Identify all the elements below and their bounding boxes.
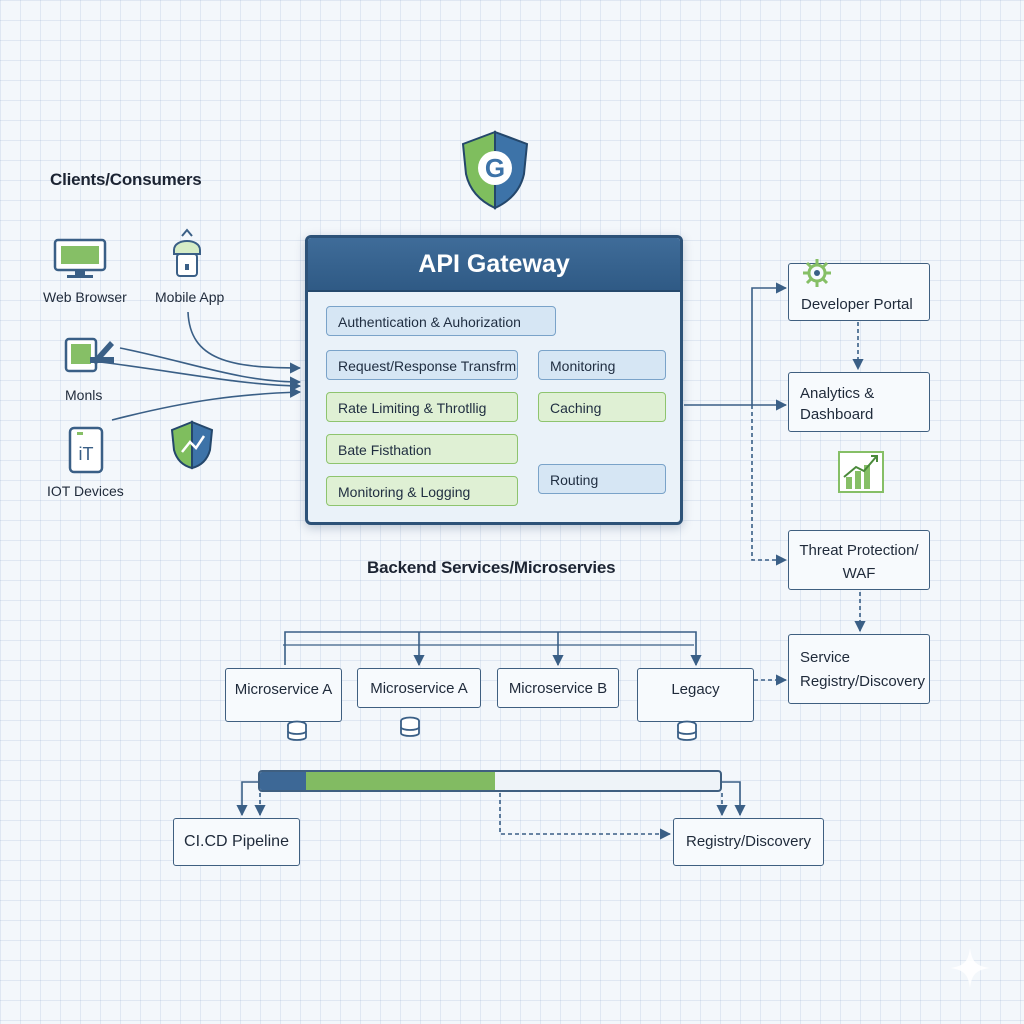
database-icon xyxy=(286,720,308,747)
service-box-3[interactable]: Microservice B xyxy=(497,668,619,708)
progress-segment-blue xyxy=(260,772,306,790)
monitor-edit-icon xyxy=(64,335,118,384)
analytics-dashboard-box[interactable]: Analytics & Dashboard xyxy=(788,372,930,432)
registry-discovery-box[interactable]: Registry/Discovery xyxy=(673,818,824,866)
monitors-label: Monls xyxy=(65,387,103,403)
cicd-pipeline-label: CI.CD Pipeline xyxy=(184,833,289,850)
security-shield-icon xyxy=(170,420,214,475)
iot-glyph: iT xyxy=(79,444,94,464)
threat-label-line2: WAF xyxy=(842,565,876,582)
backend-heading: Backend Services/Microservies xyxy=(367,558,616,577)
clients-heading: Clients/Consumers xyxy=(50,170,202,189)
bar-chart-icon xyxy=(838,451,884,498)
backend-bus xyxy=(283,631,702,667)
service-label-4: Legacy xyxy=(671,681,720,698)
registry-label-line2: Registry/Discovery xyxy=(800,673,926,690)
registry-discovery-label: Registry/Discovery xyxy=(685,833,812,850)
web-browser-label: Web Browser xyxy=(43,289,127,305)
feature-caching[interactable]: Caching xyxy=(538,392,666,422)
progress-segment-green xyxy=(306,772,495,790)
gear-icon xyxy=(800,256,834,295)
feature-monitoring[interactable]: Monitoring xyxy=(538,350,666,380)
iot-device-icon: iT xyxy=(68,426,104,479)
api-gateway-panel: API Gateway Authentication & Auhorizatio… xyxy=(305,235,683,525)
sparkle-icon xyxy=(948,946,992,995)
iot-devices-label: IOT Devices xyxy=(47,483,124,499)
feature-transformation[interactable]: Request/Response Transfrmatin xyxy=(326,350,518,380)
service-box-1[interactable]: Microservice A xyxy=(225,668,342,722)
feature-authentication[interactable]: Authentication & Auhorization xyxy=(326,306,556,336)
mobile-app-label: Mobile App xyxy=(155,289,225,305)
threat-label-line1: Threat Protection/ xyxy=(799,542,919,559)
analytics-label-line2: Dashboard xyxy=(800,406,874,423)
service-label-3: Microservice B xyxy=(508,680,608,697)
service-registry-box[interactable]: Service Registry/Discovery xyxy=(788,634,930,704)
logo-letter: G xyxy=(485,153,505,183)
pipeline-progress-bar xyxy=(258,770,722,792)
shield-icon: G xyxy=(460,130,530,210)
service-box-2[interactable]: Microservice A xyxy=(357,668,481,708)
feature-rate-limiting[interactable]: Rate Limiting & Throtllig xyxy=(326,392,518,422)
developer-portal-box[interactable]: Developer Portal xyxy=(788,263,930,321)
feature-bate-fisthation[interactable]: Bate Fisthation xyxy=(326,434,518,464)
registry-label-line1: Service xyxy=(800,649,851,666)
mobile-app-icon xyxy=(168,228,206,285)
threat-protection-box[interactable]: Threat Protection/ WAF xyxy=(788,530,930,590)
database-icon xyxy=(676,720,698,747)
client-to-gateway-arrows xyxy=(99,311,302,421)
service-label-2: Microservice A xyxy=(370,680,468,697)
gateway-to-right-panel xyxy=(684,282,866,686)
feature-monitoring-logging[interactable]: Monitoring & Logging xyxy=(326,476,518,506)
api-gateway-title: API Gateway xyxy=(308,238,680,292)
database-icon xyxy=(399,716,421,743)
service-box-4[interactable]: Legacy xyxy=(637,668,754,722)
analytics-label-line1: Analytics & xyxy=(800,385,875,402)
monitor-icon xyxy=(53,238,107,285)
service-label-1: Microservice A xyxy=(234,681,333,698)
cicd-pipeline-box[interactable]: CI.CD Pipeline xyxy=(173,818,300,866)
feature-routing[interactable]: Routing xyxy=(538,464,666,494)
developer-portal-label: Developer Portal xyxy=(801,296,913,313)
